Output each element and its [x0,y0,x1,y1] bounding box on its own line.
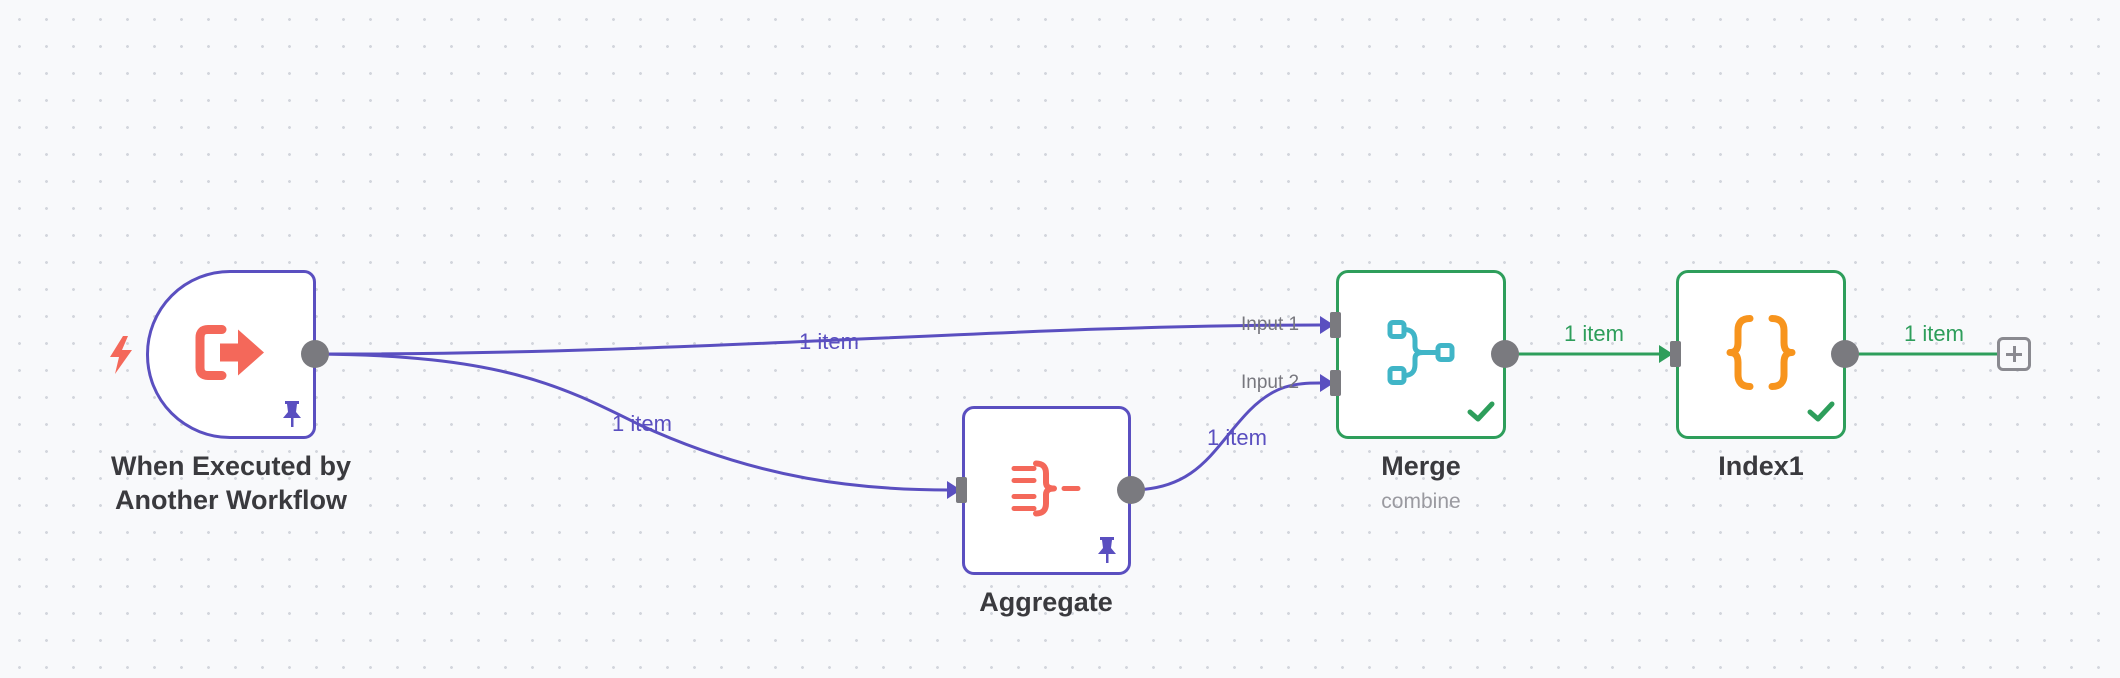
edge-label-aggregate-merge: 1 item [1207,425,1267,450]
merge-node-subtitle: combine [1381,490,1461,513]
edge-arrow-index1-input [1659,345,1673,363]
node-merge[interactable] [1336,270,1506,439]
curly-braces-icon [1726,314,1796,395]
aggregate-output-port[interactable] [1117,476,1145,504]
trigger-output-port[interactable] [301,340,329,368]
node-aggregate[interactable] [962,406,1131,575]
node-index1[interactable] [1676,270,1846,439]
edge-trigger-to-merge[interactable] [313,323,1321,356]
merge-output-port[interactable] [1491,340,1519,368]
edge-aggregate-to-merge[interactable] [1130,381,1321,492]
trigger-node-label: When Executed by Another Workflow [81,449,381,517]
check-icon [1467,401,1495,428]
aggregate-node-label: Aggregate [979,587,1113,617]
merge-input2-port[interactable] [1330,370,1341,396]
merge-input1-label: Input 1 [1241,314,1300,335]
merge-node-label: Merge [1381,451,1461,481]
node-when-executed-by-another-workflow[interactable] [146,270,316,439]
merge-input1-port[interactable] [1330,312,1341,338]
edge-label-trigger-merge: 1 item [799,329,859,354]
index1-node-label: Index1 [1718,451,1804,481]
index1-input-port[interactable] [1670,341,1681,367]
merge-icon [1385,316,1457,393]
pin-icon [281,401,303,432]
add-node-button[interactable] [1997,337,2031,371]
edge-trigger-to-aggregate[interactable] [313,352,951,492]
edge-label-merge-index1: 1 item [1564,321,1624,346]
pin-icon [1096,537,1118,568]
edge-label-index1-output: 1 item [1904,321,1964,346]
aggregate-icon [1010,460,1084,521]
trigger-bolt-icon [108,336,134,379]
edge-arrow-merge-input2 [1320,374,1334,392]
index1-output-port[interactable] [1831,340,1859,368]
sign-in-arrow-icon [194,323,268,386]
edge-arrow-aggregate-input [947,481,961,499]
trigger-label-line2: Another Workflow [115,485,347,515]
merge-input2-label: Input 2 [1241,372,1300,393]
edge-arrow-merge-input1 [1320,316,1334,334]
trigger-label-line1: When Executed by [110,451,352,481]
edge-label-trigger-aggregate: 1 item [612,411,672,436]
check-icon [1807,401,1835,428]
aggregate-input-port[interactable] [956,477,967,503]
